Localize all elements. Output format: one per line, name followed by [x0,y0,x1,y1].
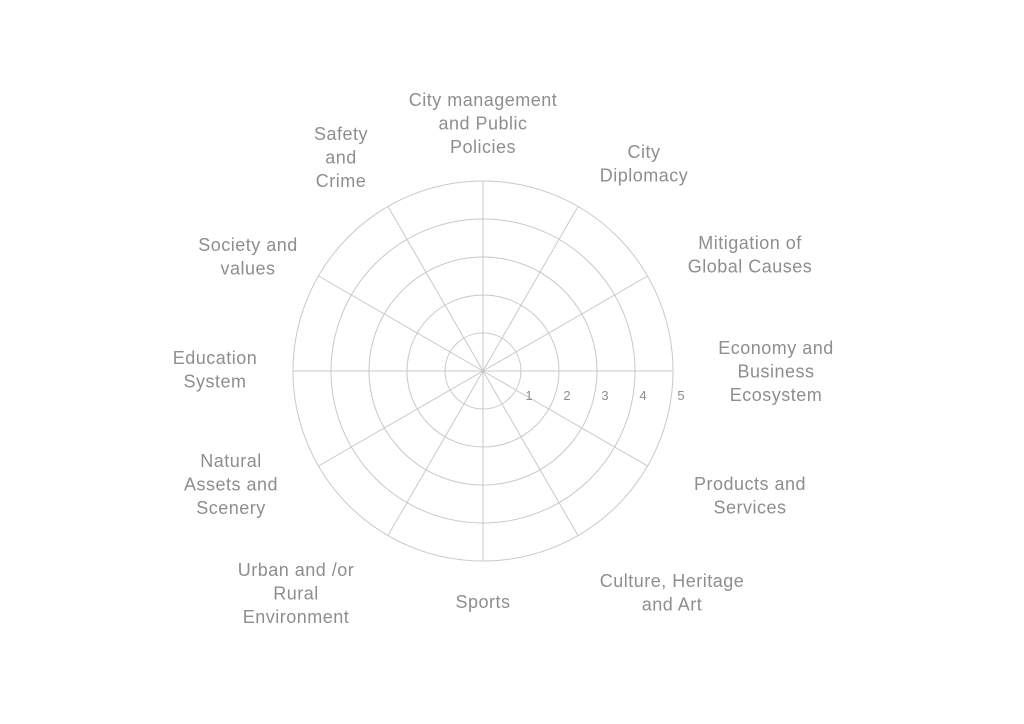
tick-label-1: 1 [525,388,532,403]
spoke-1 [482,206,579,372]
category-label-6: Sports [455,592,510,612]
spoke-10 [318,275,484,372]
tick-label-2: 2 [563,388,570,403]
spoke-11 [387,206,484,372]
tick-label-5: 5 [677,388,684,403]
spoke-5 [482,370,579,536]
spoke-7 [387,370,484,536]
spoke-2 [482,275,648,372]
tick-label-4: 4 [639,388,646,403]
spoke-8 [318,370,484,467]
spoke-4 [482,370,648,467]
tick-label-3: 3 [601,388,608,403]
radial-tick-labels: 1 2 3 4 5 [525,388,684,403]
radar-grid [292,180,674,562]
